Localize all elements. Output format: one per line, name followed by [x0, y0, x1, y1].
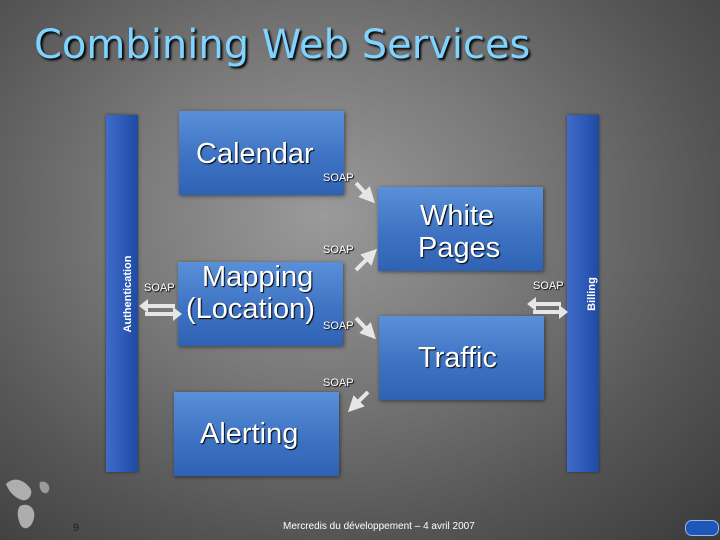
- arrow-pages-billing: [527, 297, 568, 319]
- slide-title: Combining Web Services: [34, 22, 531, 68]
- soap-label-calendar-pages: SOAP: [323, 172, 354, 184]
- calendar-label: Calendar: [196, 138, 314, 170]
- footer-event-text: Mercredis du développement – 4 avril 200…: [283, 521, 475, 532]
- white-pages-box: [378, 187, 543, 271]
- soap-label-traffic-alerting: SOAP: [323, 377, 354, 389]
- arrow-mapping-to-traffic: [354, 316, 376, 340]
- mapping-label-1: Mapping: [202, 261, 314, 293]
- arrow-auth-mapping: [139, 299, 182, 321]
- white-pages-label-2: Pages: [418, 232, 501, 264]
- calendar-box: [179, 111, 344, 195]
- mapping-label-2: (Location): [186, 293, 315, 325]
- mapping-box: [178, 262, 343, 346]
- billing-bar: [567, 115, 599, 472]
- traffic-label: Traffic: [418, 342, 497, 374]
- authentication-bar: [106, 115, 138, 472]
- world-map-icon: [6, 479, 50, 529]
- arrow-mapping-to-pages: [354, 248, 378, 272]
- soap-label-mapping-pages: SOAP: [323, 244, 354, 256]
- arrow-calendar-to-pages: [354, 181, 375, 204]
- page-number: 9: [73, 522, 80, 534]
- microsoft-logo-icon: [685, 520, 719, 536]
- soap-label-pages-billing: SOAP: [533, 280, 564, 292]
- white-pages-label-1: White: [420, 200, 495, 232]
- soap-label-mapping-traffic: SOAP: [323, 320, 354, 332]
- alerting-label: Alerting: [200, 418, 299, 450]
- traffic-box: [379, 316, 544, 400]
- arrow-traffic-to-alerting: [347, 390, 370, 413]
- soap-label-auth-mapping: SOAP: [144, 282, 175, 294]
- alerting-box: [174, 392, 339, 476]
